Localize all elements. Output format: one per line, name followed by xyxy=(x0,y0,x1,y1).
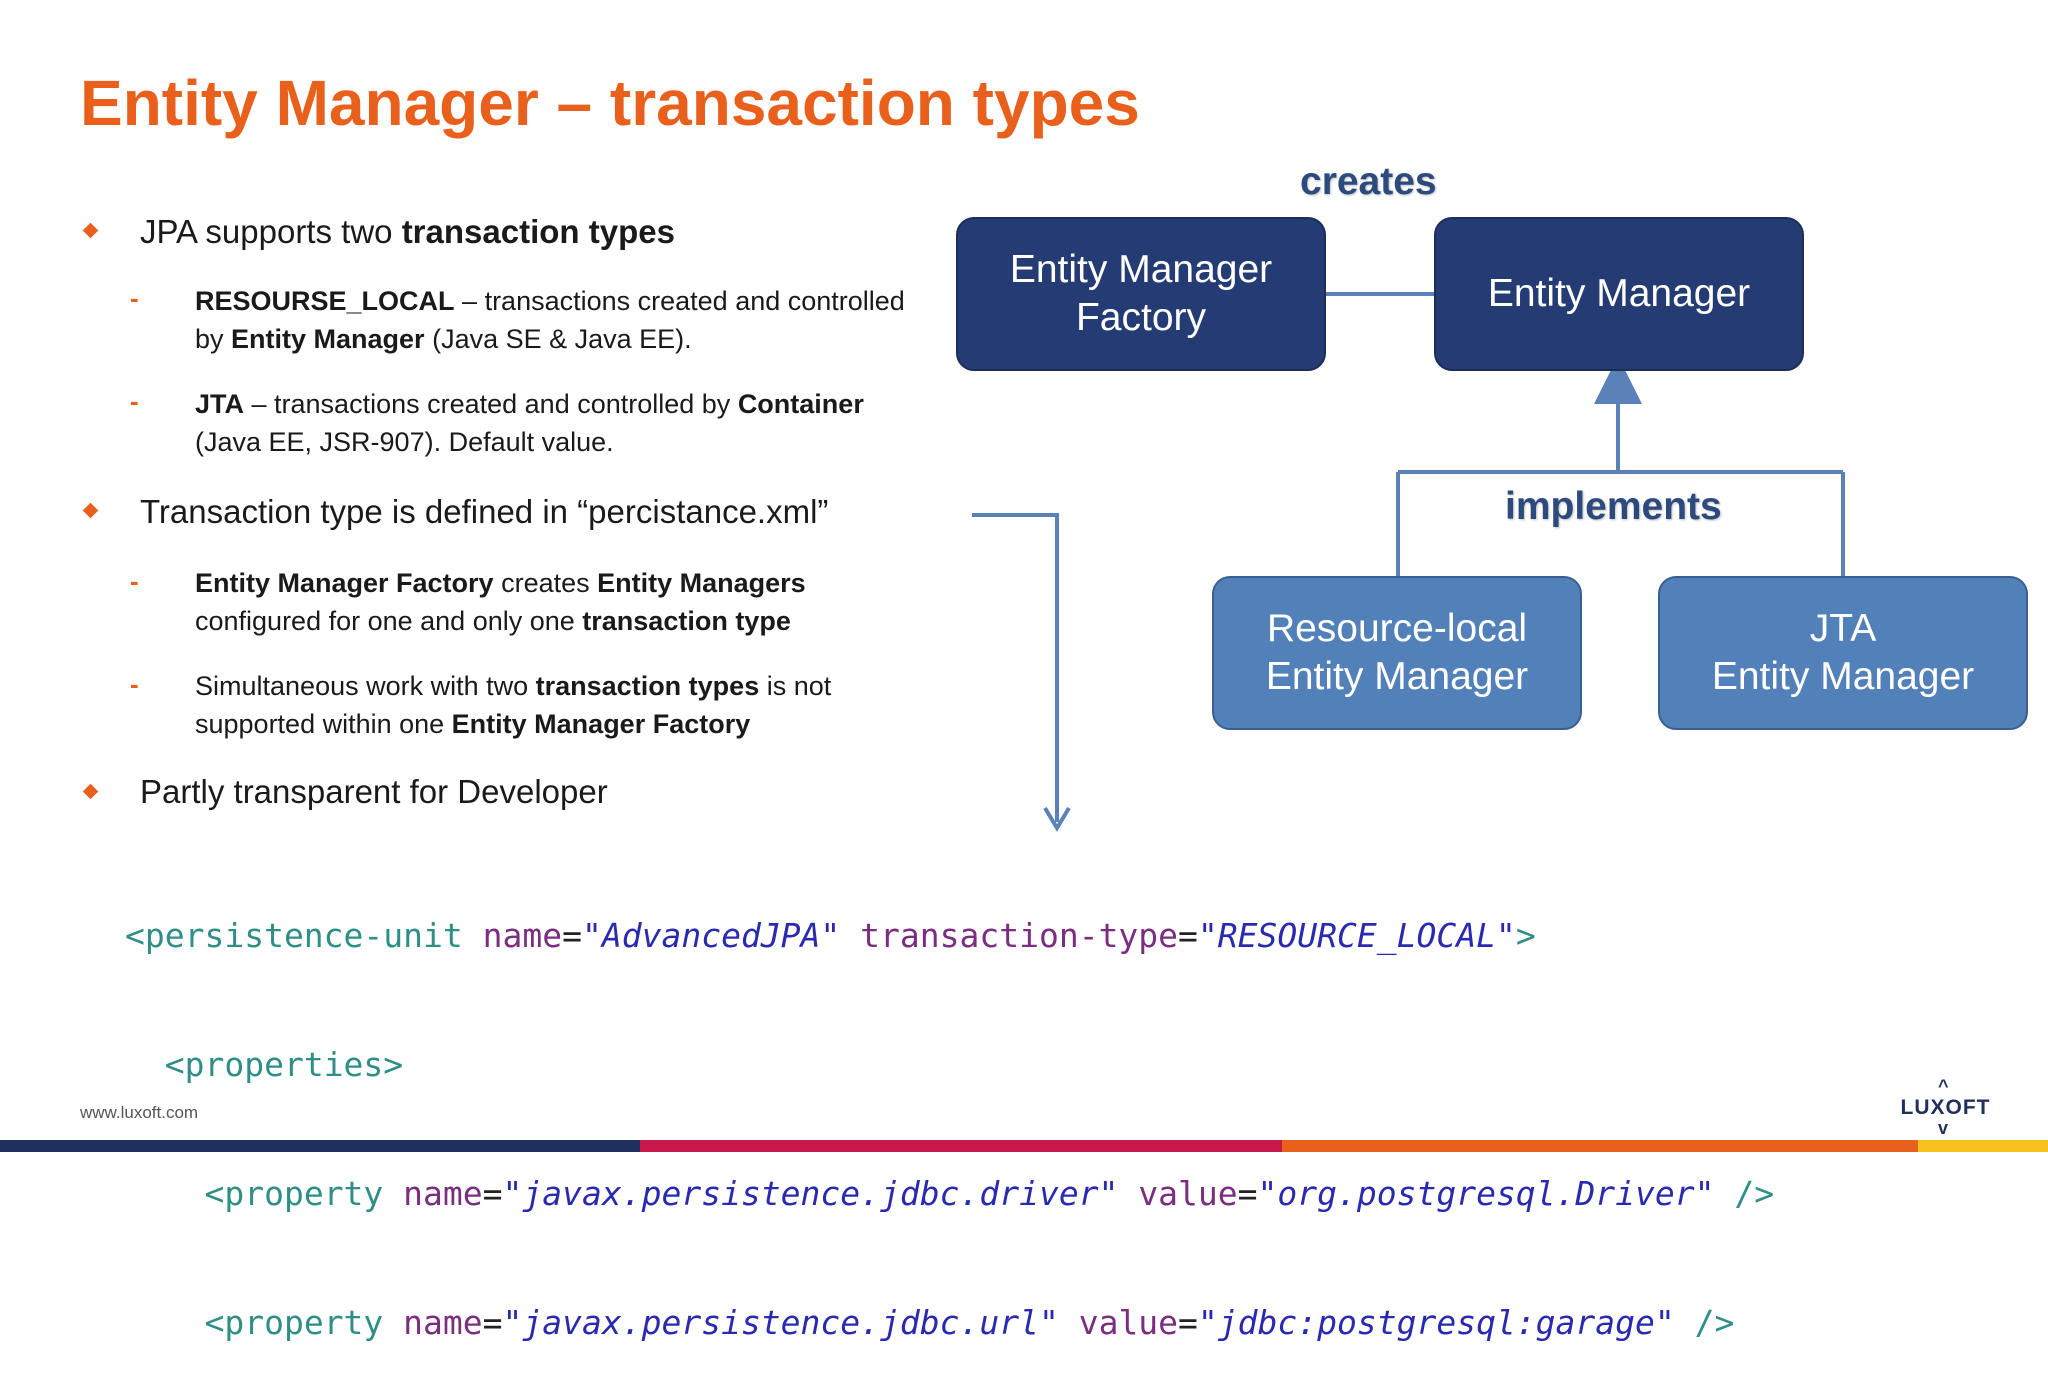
code-attr: name xyxy=(403,1174,483,1213)
bottom-color-bar xyxy=(0,1140,2048,1152)
sub-bullet-simultaneous: Simultaneous work with two transaction t… xyxy=(195,667,955,743)
box-label: Resource-local xyxy=(1266,607,1528,650)
sub-bold: transaction types xyxy=(535,671,760,701)
box-label: Entity Manager xyxy=(1711,655,1975,698)
code-attr: name xyxy=(403,1303,483,1342)
sub-text: configured for one and only one xyxy=(195,606,583,636)
sub-text: – transactions created and controlled by xyxy=(244,389,738,419)
sub-bold: JTA xyxy=(195,389,245,419)
entity-manager-factory-box: Entity Manager Factory xyxy=(956,217,1326,371)
bar-segment-crimson xyxy=(640,1140,1282,1152)
code-attr: transaction-type xyxy=(860,916,1179,955)
chevron-up-icon: ^ xyxy=(1938,1076,1949,1096)
sub-bold: Container xyxy=(737,389,864,419)
logo-text: LUXOFT xyxy=(1900,1096,1991,1119)
sub-bold: Entity Managers xyxy=(597,568,806,598)
bullet-3: Partly transparent for Developer xyxy=(140,773,608,810)
sub-bold: transaction type xyxy=(582,606,791,636)
sub-text: supported within one xyxy=(195,709,452,739)
sub-bullet-resource-local: RESOURSE_LOCAL – transactions created an… xyxy=(195,282,955,358)
sub-text: (Java SE & Java EE). xyxy=(424,324,692,354)
code-attr: value xyxy=(1078,1303,1179,1342)
code-line-3: <property name="javax.persistence.jdbc.d… xyxy=(125,1172,1774,1215)
code-eq: = xyxy=(482,1303,503,1342)
code-eq: = xyxy=(562,916,582,955)
config-pointer-arrow xyxy=(972,513,1059,822)
code-eq: = xyxy=(1237,1174,1258,1213)
bullet-2: Transaction type is defined in “percista… xyxy=(140,493,829,530)
sub-bold: RESOURSE_LOCAL xyxy=(195,286,455,316)
code-value: "javax.persistence.jdbc.url" xyxy=(502,1303,1059,1342)
sub-bullet-dash-icon: - xyxy=(130,566,139,596)
bar-segment-navy xyxy=(0,1140,640,1152)
chevron-down-icon: v xyxy=(1938,1118,1949,1138)
code-tag: <persistence-unit xyxy=(125,916,463,955)
code-tag: <property xyxy=(204,1303,384,1342)
creates-label: creates xyxy=(1300,160,1437,203)
sub-bold: Entity Manager xyxy=(231,324,425,354)
bullet-1-text: JPA supports two xyxy=(140,213,402,250)
code-value: "javax.persistence.jdbc.driver" xyxy=(502,1174,1119,1213)
code-tag: /> xyxy=(1694,1303,1735,1342)
code-value: "RESOURCE_LOCAL" xyxy=(1197,916,1516,955)
bar-segment-orange xyxy=(1282,1140,1918,1152)
code-value: "jdbc:postgresql:garage" xyxy=(1197,1303,1675,1342)
footer-url: www.luxoft.com xyxy=(80,1103,199,1122)
box-label: Factory xyxy=(1075,296,1207,339)
entity-manager-box: Entity Manager xyxy=(1434,217,1804,371)
box-label: Entity Manager xyxy=(1009,248,1273,291)
sub-text: is not xyxy=(759,671,832,701)
jta-entity-manager-box: JTA Entity Manager xyxy=(1658,576,2028,730)
box-label: Entity Manager xyxy=(1487,272,1751,315)
code-eq: = xyxy=(482,1174,503,1213)
sub-text: Simultaneous work with two xyxy=(195,671,536,701)
sub-bullet-dash-icon: - xyxy=(130,283,139,313)
box-label: JTA xyxy=(1809,607,1877,650)
bullet-diamond-icon xyxy=(82,783,99,800)
sub-bold: Entity Manager Factory xyxy=(451,709,751,739)
sub-text: – transactions created and controlled xyxy=(454,286,905,316)
bar-segment-yellow xyxy=(1918,1140,2048,1152)
code-tag: /> xyxy=(1734,1174,1775,1213)
slide-title: Entity Manager – transaction types xyxy=(80,67,1140,139)
sub-text: by xyxy=(195,324,232,354)
code-eq: = xyxy=(1178,916,1198,955)
code-tag: > xyxy=(1515,916,1536,955)
code-eq: = xyxy=(1178,1303,1198,1342)
sub-bullet-factory-config: Entity Manager Factory creates Entity Ma… xyxy=(195,564,955,640)
box-label: Entity Manager xyxy=(1265,655,1529,698)
implements-label: implements xyxy=(1505,485,1722,528)
code-attr: name xyxy=(482,916,563,955)
persistence-xml-code: <persistence-unit name="AdvancedJPA" tra… xyxy=(125,828,1774,1387)
sub-bullet-dash-icon: - xyxy=(130,386,139,416)
sub-text: (Java EE, JSR-907). Default value. xyxy=(195,427,614,457)
bullet-diamond-icon xyxy=(82,222,99,239)
code-value: "org.postgresql.Driver" xyxy=(1257,1174,1715,1213)
code-tag: <properties> xyxy=(164,1045,404,1084)
sub-bullet-jta: JTA – transactions created and controlle… xyxy=(195,385,955,461)
code-attr: value xyxy=(1138,1174,1238,1213)
sub-bullet-dash-icon: - xyxy=(130,669,139,699)
luxoft-logo: ^ LUXOFT v xyxy=(1893,1076,1998,1138)
bullet-1: JPA supports two transaction types xyxy=(140,212,675,252)
code-tag: <property xyxy=(204,1174,384,1213)
bullet-1-bold: transaction types xyxy=(401,213,675,250)
code-line-1: <persistence-unit name="AdvancedJPA" tra… xyxy=(125,914,1774,957)
code-line-4: <property name="javax.persistence.jdbc.u… xyxy=(125,1301,1774,1344)
bullet-diamond-icon xyxy=(82,502,99,519)
sub-bold: Entity Manager Factory xyxy=(195,568,494,598)
sub-text: creates xyxy=(493,568,598,598)
code-line-2: <properties> xyxy=(125,1043,1774,1086)
code-value: "AdvancedJPA" xyxy=(582,916,841,955)
resource-local-entity-manager-box: Resource-local Entity Manager xyxy=(1212,576,1582,730)
